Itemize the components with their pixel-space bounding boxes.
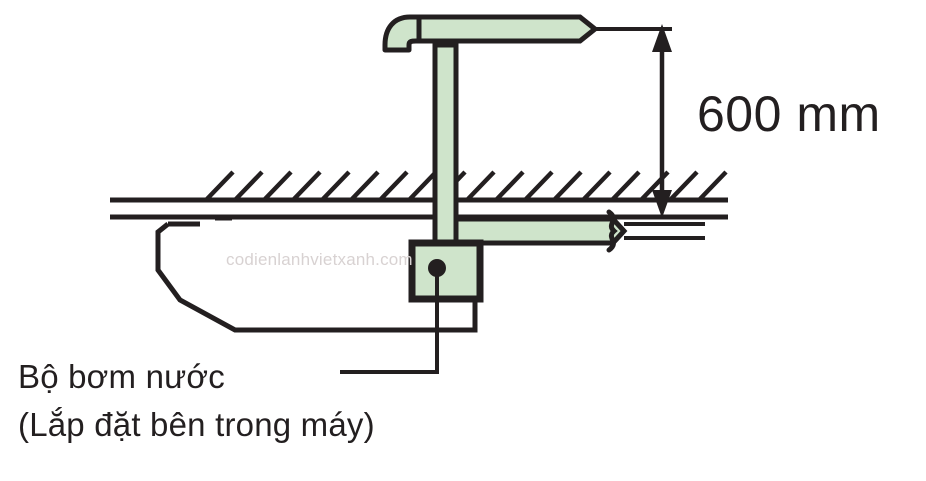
indoor-unit-outline — [155, 222, 478, 333]
top-pipe-body — [416, 14, 600, 44]
vertical-drain-riser-pipe — [432, 42, 459, 253]
top-horizontal-drain-pipe — [382, 14, 672, 53]
pipe-break-symbol — [606, 209, 618, 253]
horizontal-pipe-body — [452, 216, 628, 246]
note-label-line-2: (Lắp đặt bên trong máy) — [18, 406, 375, 443]
dimension-label: 600 mm — [697, 86, 881, 142]
water-pump-unit — [408, 239, 484, 303]
ceiling-hatching — [205, 170, 728, 201]
note-leader-line — [340, 268, 439, 374]
dimension-arrow-up — [652, 24, 672, 52]
pump-box — [408, 239, 484, 303]
pipe-elbow-outlet — [382, 14, 422, 53]
indoor-unit-body — [155, 215, 478, 333]
height-dimension-line — [652, 24, 672, 218]
note-label-line-1: Bộ bơm nước — [18, 358, 225, 395]
dimension-arrow-down — [652, 190, 672, 218]
watermark-text: codienlanhvietxanh.com — [226, 250, 413, 269]
ceiling-slab — [110, 170, 728, 220]
